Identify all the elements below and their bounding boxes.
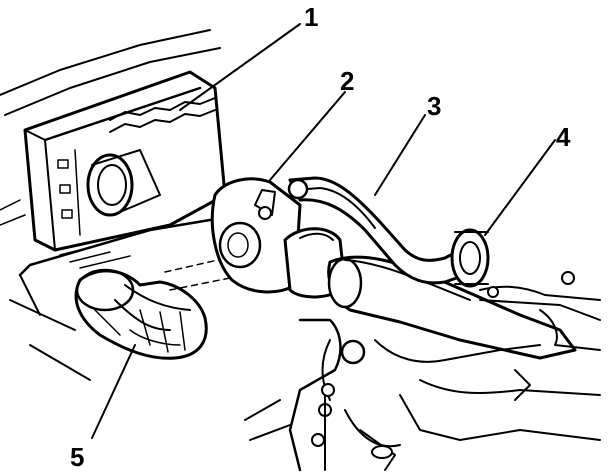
callout-1: 1 [304,2,318,32]
leader-line-2 [269,91,346,181]
leader-lines [91,23,556,439]
callout-2: 2 [340,66,354,96]
leader-line-4 [484,139,556,236]
leader-line-5 [91,344,136,439]
leader-line-3 [374,114,426,196]
callout-3: 3 [427,91,441,121]
callout-5: 5 [70,442,84,472]
pcv-grommet [450,228,490,288]
air-cleaner-housing [0,29,242,381]
leader-line-1 [179,23,301,111]
resonator-adapter [210,177,347,299]
intake-duct [74,254,246,360]
callout-4: 4 [556,122,571,152]
outlet-tube [287,176,577,360]
engine-manifold [244,271,601,472]
